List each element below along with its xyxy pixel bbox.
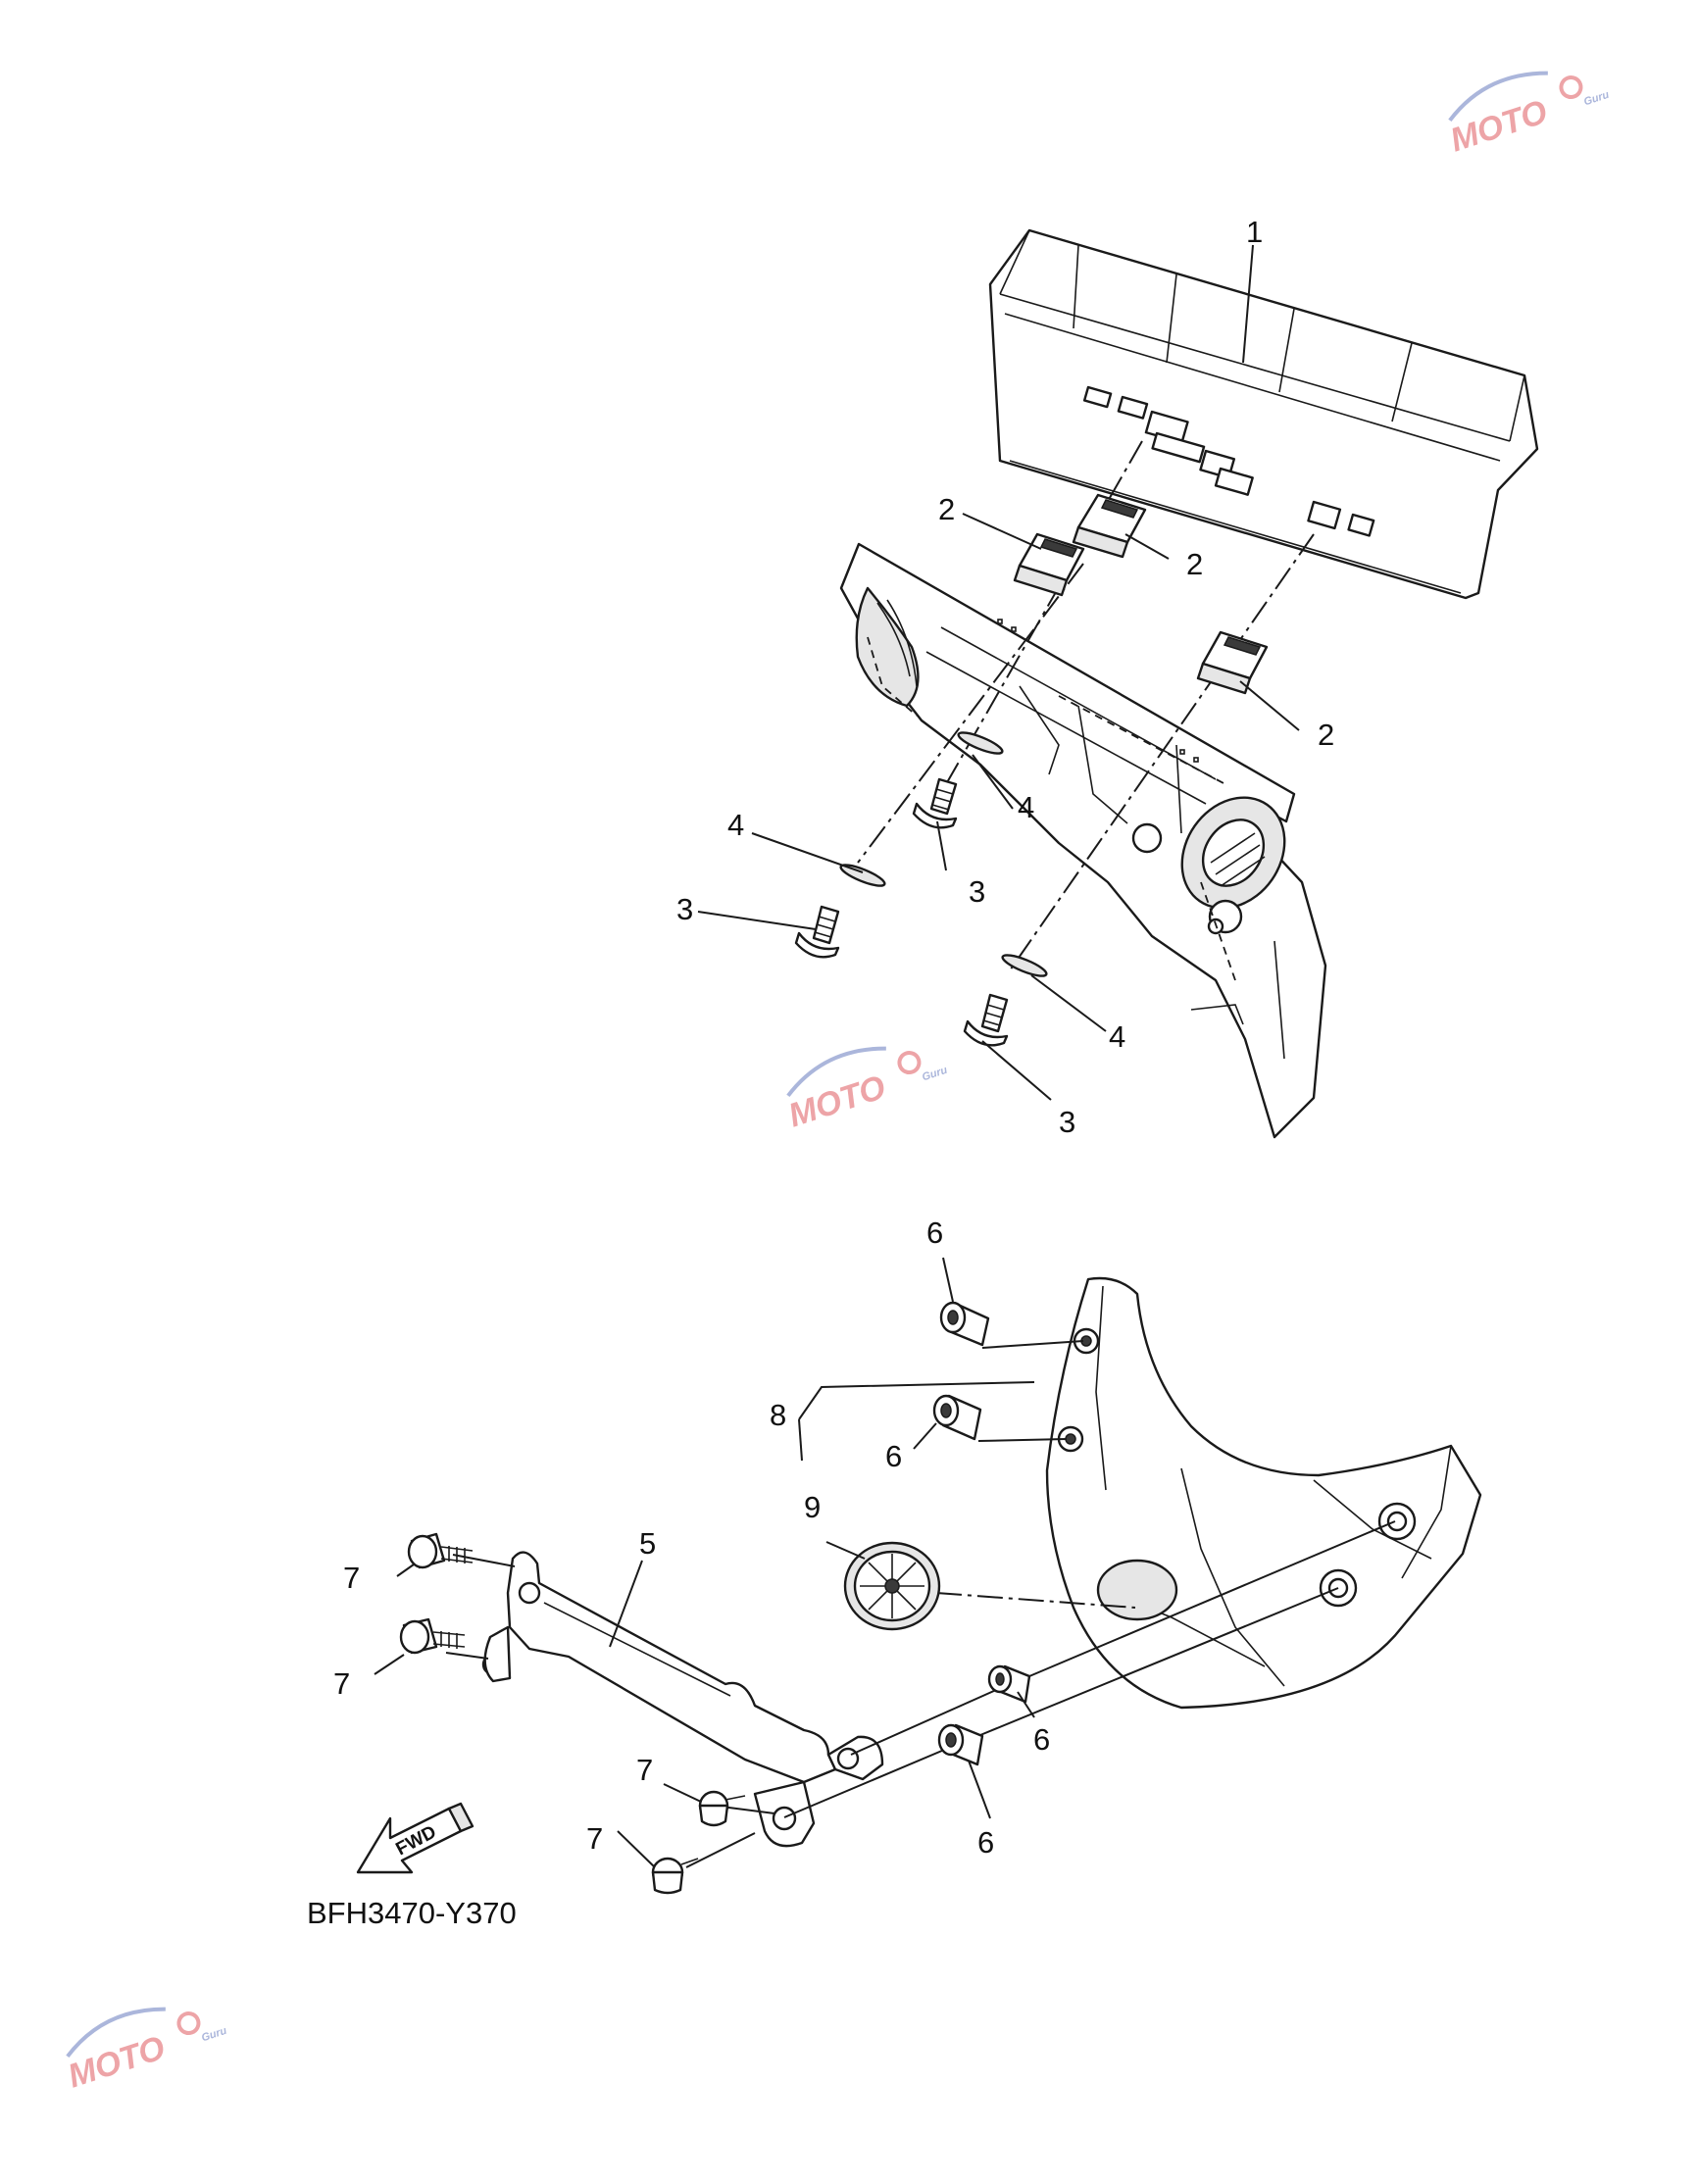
cowl-panel [1045, 1276, 1482, 1710]
callout-2: 2 [938, 492, 955, 526]
washer-4-a [957, 731, 1004, 755]
lower-leaders [374, 1257, 1035, 1868]
callout-6: 6 [1033, 1722, 1050, 1757]
watermark-gear-icon [1559, 75, 1583, 100]
bolt-7-c [698, 1790, 746, 1827]
collar-6-a [939, 1301, 990, 1347]
washer-4-c [1001, 954, 1048, 977]
screw-3-b [794, 905, 840, 959]
callout-4: 4 [1018, 790, 1034, 824]
watermark-gear-icon [897, 1051, 922, 1075]
watermark-gear-icon [176, 2011, 201, 2036]
collar-6-d [937, 1723, 984, 1766]
diagram-code: BFH3470-Y370 [307, 1896, 517, 1930]
callout-3: 3 [1059, 1105, 1075, 1139]
watermark-subtext: Guru [921, 1065, 949, 1084]
callout-6: 6 [977, 1825, 994, 1860]
callout-6: 6 [885, 1439, 902, 1473]
callout-5: 5 [639, 1526, 656, 1561]
callout-2: 2 [1186, 547, 1203, 581]
damper-2-a [1072, 493, 1147, 559]
upper-leaders [697, 244, 1300, 1101]
damper-2-b [1013, 532, 1085, 597]
lower-assembly-lines [445, 1340, 1396, 1868]
watermark-text: MOTO [64, 2029, 170, 2095]
callout-1: 1 [1246, 215, 1263, 249]
watermark-text: MOTO [1446, 93, 1552, 159]
bolt-7-b [399, 1617, 466, 1655]
meter-assembly [988, 228, 1539, 600]
callout-8: 8 [770, 1398, 786, 1432]
screw-3-a [912, 777, 958, 829]
callout-labels: 1 2 2 2 3 3 3 4 4 4 5 6 6 6 6 7 7 7 7 8 … [333, 215, 1334, 1860]
callout-3: 3 [676, 892, 693, 926]
callout-4: 4 [727, 808, 744, 842]
callout-7: 7 [343, 1561, 360, 1595]
watermark-text: MOTO [784, 1068, 890, 1134]
washer-4-b [839, 864, 886, 887]
meter-bracket [839, 542, 1327, 1139]
bolt-7-d [651, 1857, 699, 1895]
damper-2-c [1196, 630, 1269, 695]
bolt-7-a [407, 1532, 474, 1569]
callout-9: 9 [804, 1490, 821, 1524]
callout-7: 7 [333, 1666, 350, 1701]
fwd-arrow-icon: FWD [356, 1802, 474, 1874]
callout-3: 3 [969, 874, 985, 909]
watermark-logo-middle: MOTO Guru [784, 1046, 949, 1134]
watermark-logo-bottom-left: MOTO Guru [64, 2007, 228, 2095]
callout-7: 7 [586, 1821, 603, 1856]
collar-6-b [932, 1394, 982, 1441]
emblem-9 [843, 1541, 941, 1631]
callout-7: 7 [636, 1753, 653, 1787]
callout-4: 4 [1109, 1019, 1125, 1054]
watermark-logo-top-right: MOTO Guru [1446, 71, 1611, 159]
collar-6-c [987, 1664, 1031, 1704]
watermark-subtext: Guru [1582, 89, 1611, 109]
cowl-stay [481, 1551, 884, 1848]
callout-6: 6 [926, 1216, 943, 1250]
watermark-subtext: Guru [200, 2025, 228, 2045]
screw-3-c [963, 993, 1009, 1047]
callout-2: 2 [1318, 718, 1334, 752]
